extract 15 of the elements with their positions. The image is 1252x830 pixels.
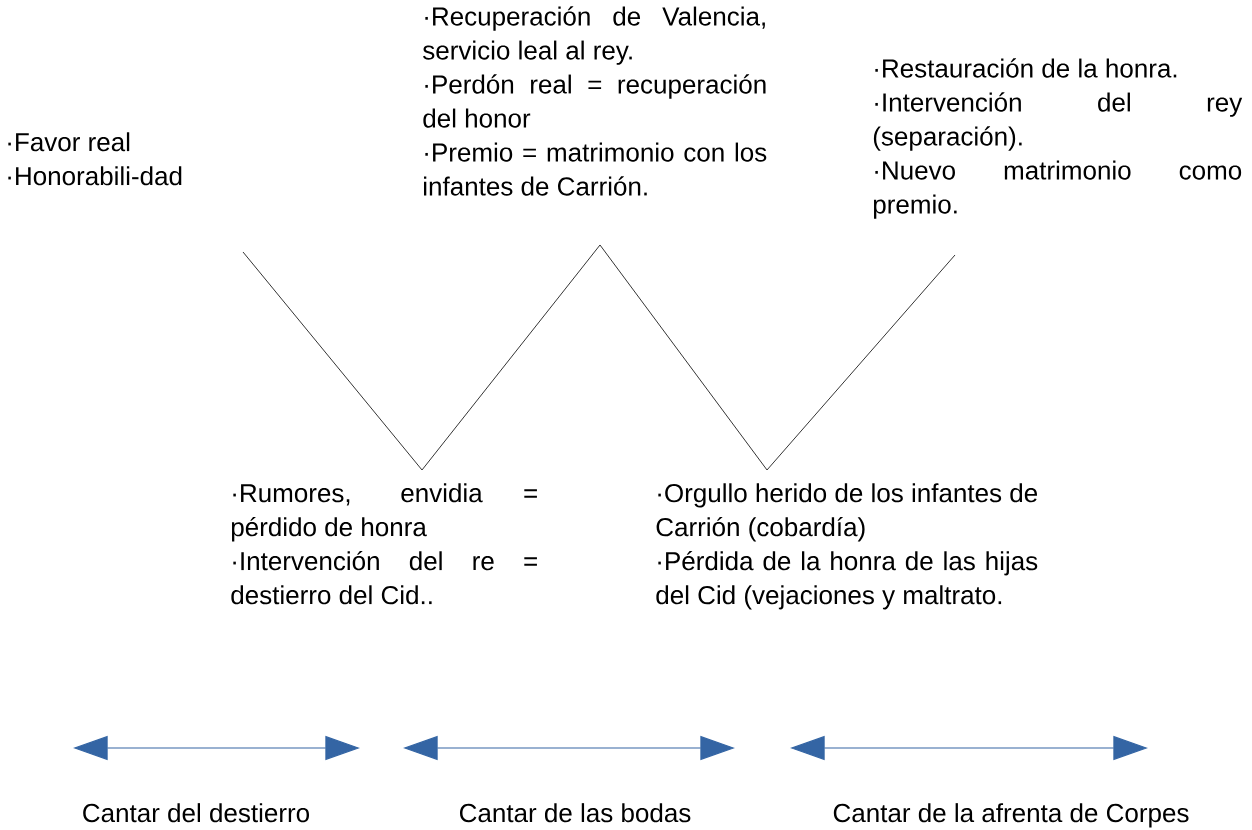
text-paragraph: ·Intervención del re = destierro del Cid.. — [231, 550, 537, 605]
text-paragraph: ·Perdón real = recuperación del honor — [423, 74, 766, 128]
text-paragraph: ·Honorabili-dad — [8, 166, 182, 186]
text-paragraph: ·Intervención del rey (separación). — [873, 92, 1243, 151]
section-label: Cantar de las bodas — [459, 803, 691, 823]
text-paragraph: ·Premio = matrimonio con los infantes de Carrión. — [424, 142, 767, 196]
text-paragraph: ·Nuevo matrimonio como premio. — [873, 160, 1242, 219]
text-paragraph: ·Restauración de la honra. — [875, 58, 1177, 78]
section-label: Cantar del destierro — [83, 803, 309, 823]
section-label: Cantar de la afrenta de Corpes — [833, 803, 1189, 828]
text-paragraph: ·Recuperación de Valencia, servicio leal al rey. — [423, 6, 765, 65]
text-paragraph: ·Favor real — [8, 132, 130, 152]
text-paragraph: ·Pérdida de la honra de las hijas del Cid (vejaciones y maltrato. — [656, 550, 1038, 610]
text-paragraph: ·Orgullo herido de los infantes de Carrión (cobardía) — [656, 483, 1037, 542]
text-paragraph: ·Rumores, envidia = pérdido de honra — [231, 483, 537, 542]
